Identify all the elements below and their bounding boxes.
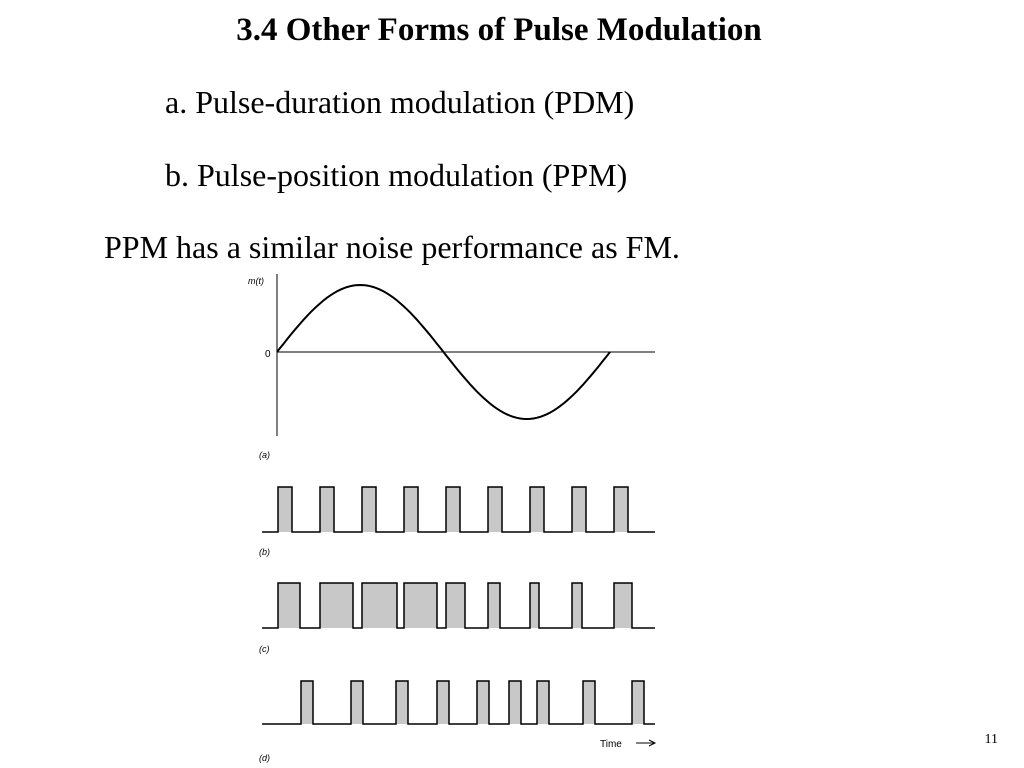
panel-label-a: (a)	[259, 450, 270, 460]
sample-pulses-panel: (b)	[259, 486, 655, 557]
y-axis-label: m(t)	[248, 276, 264, 286]
time-label: Time	[600, 739, 622, 750]
page-number: 11	[984, 732, 998, 747]
sample-pulse-train	[262, 486, 655, 533]
message-waveform	[276, 283, 611, 421]
message-signal-panel: m(t) 0 (a)	[248, 274, 655, 460]
time-arrowhead-icon	[648, 739, 657, 747]
noise-note-line: PPM has a similar noise performance as F…	[104, 229, 680, 265]
ppm-pulse-train	[262, 680, 655, 725]
ppm-panel: (d)	[259, 680, 655, 763]
pdm-pulse-train	[262, 582, 655, 629]
panel-label-d: (d)	[259, 753, 270, 763]
panel-label-c: (c)	[259, 644, 270, 654]
slide-title: 3.4 Other Forms of Pulse Modulation	[236, 12, 762, 48]
pdm-line: a. Pulse-duration modulation (PDM)	[165, 84, 635, 120]
time-axis-label-group: Time	[600, 739, 657, 750]
panel-label-b: (b)	[259, 547, 270, 557]
pdm-panel: (c)	[259, 582, 655, 654]
ppm-line: b. Pulse-position modulation (PPM)	[165, 157, 628, 193]
zero-label: 0	[265, 349, 271, 360]
